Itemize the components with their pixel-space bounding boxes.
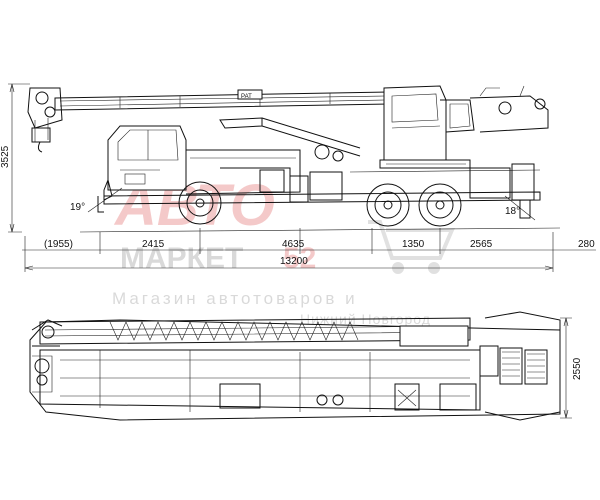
watermark-number: 52 (283, 242, 316, 275)
total-length-dimension: 13200 (24, 256, 554, 271)
luffing-cylinder (219, 117, 361, 162)
width-dim-label: 2550 (572, 357, 583, 380)
rear-wheel-1 (366, 183, 410, 227)
watermark-brand: МАРКЕТ (120, 242, 243, 275)
cab-badge: РАТ (241, 94, 252, 100)
angle-rear-label: 18° (505, 206, 520, 217)
side-view: РАТ (0, 83, 596, 272)
segment-label-3: 4635 (282, 239, 305, 250)
boom-head (27, 87, 63, 153)
height-dim-label: 3525 (0, 145, 11, 168)
top-rear-assembly (399, 311, 561, 421)
boom: РАТ (54, 89, 391, 111)
rear-wheel-2 (418, 183, 462, 227)
crane-operator-cab (383, 85, 475, 161)
truck-cab (103, 125, 187, 201)
top-hook-block (32, 355, 53, 393)
segment-dimensions: (1955) 2415 4635 1350 2565 280 (22, 228, 596, 272)
width-dimension: 2550 (560, 317, 583, 419)
watermark-line1: Магазин автотоваров и (112, 289, 358, 308)
angle-front-label: 19° (70, 202, 85, 213)
segment-label-1: (1955) (44, 239, 73, 250)
front-wheel (178, 181, 222, 225)
total-length-label: 13200 (280, 256, 308, 267)
top-boom (31, 317, 471, 347)
watermark: АВТО МАРКЕТ 52 Магазин автотоваров и Ниж… (112, 173, 456, 327)
segment-label-2: 2415 (142, 239, 165, 250)
turntable-rear (379, 85, 549, 169)
top-view: 2550 (29, 311, 583, 421)
height-dimension: 3525 (0, 83, 30, 233)
segment-label-5: 2565 (470, 239, 493, 250)
segment-label-4: 1350 (402, 239, 425, 250)
rear-overhang-label: 280 (578, 239, 595, 250)
